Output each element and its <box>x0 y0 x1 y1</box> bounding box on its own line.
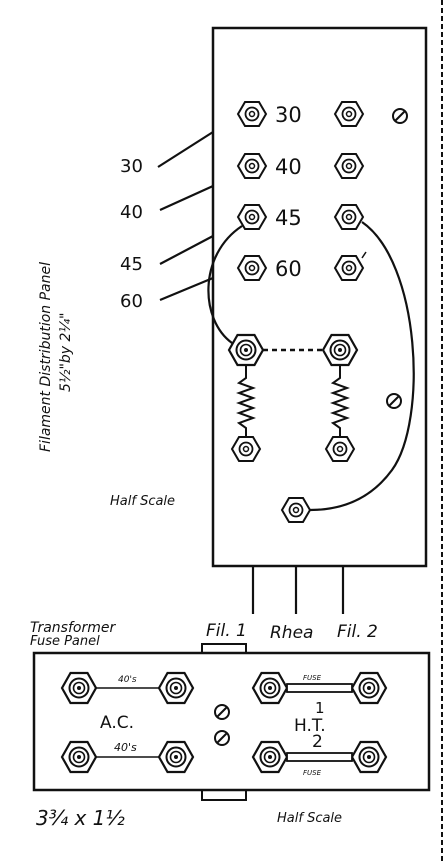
terminal-nut <box>231 436 261 462</box>
fuse-terminal <box>157 671 195 705</box>
transformer-fuse-panel: Transformer Fuse Panel 40's 40's FUSE FU… <box>30 620 431 830</box>
mounting-screw <box>386 393 402 409</box>
fuse-number-2: 2 <box>312 732 323 752</box>
fuse-terminal <box>60 671 98 705</box>
fuse-panel-dimensions: 3¾ x 1½ <box>36 806 125 830</box>
terminal-nut <box>281 497 311 523</box>
fuse-terminal <box>60 740 98 774</box>
lead-wire-45 <box>159 235 214 265</box>
lead-label-40: 40 <box>120 202 143 223</box>
terminal-nut <box>237 101 267 127</box>
lead-label-rhea: Rhea <box>270 623 313 643</box>
fuse-label-top-left: 40's <box>118 675 137 685</box>
mounting-screw <box>214 730 230 746</box>
lead-wire-40 <box>159 184 214 212</box>
lead-label-60: 60 <box>120 291 143 312</box>
fuse-panel-title-line1: Transformer <box>30 620 116 636</box>
fuse-number-1: 1 <box>315 699 325 717</box>
terminal-nut <box>334 153 364 179</box>
filament-panel-title: Filament Distribution Panel <box>38 262 54 452</box>
fuse-strip <box>286 752 353 762</box>
fuse-label-bottom-right: FUSE <box>303 769 322 777</box>
link-wire-45-to-rheostat <box>207 225 243 344</box>
rheostat-terminal <box>227 333 265 367</box>
fuse-terminal <box>350 740 388 774</box>
fuse-strip <box>286 683 353 693</box>
ht-label: H.T. <box>294 716 326 736</box>
fuse-terminal <box>350 671 388 705</box>
terminal-nut <box>237 255 267 281</box>
filament-distribution-panel: 30 40 45 60 30 40 45 60 Fil. 1 Rhe <box>38 26 428 643</box>
terminal-nut <box>237 204 267 230</box>
link-wire-45-to-terminal <box>309 221 415 512</box>
resistance-coil <box>330 366 350 438</box>
row-label-60: 60 <box>275 257 302 281</box>
fuse-terminal <box>251 740 289 774</box>
ac-label: A.C. <box>100 713 134 733</box>
mounting-screw <box>214 704 230 720</box>
filament-panel-scale-note: Half Scale <box>110 494 175 509</box>
lead-wire-30 <box>157 131 214 168</box>
lead-wire-60 <box>159 276 214 302</box>
fuse-terminal <box>251 671 289 705</box>
lead-label-30: 30 <box>120 156 143 177</box>
lead-label-45: 45 <box>120 254 143 275</box>
terminal-nut <box>334 204 364 230</box>
fuse-panel-title-line2: Fuse Panel <box>30 634 100 649</box>
fuse-panel-scale-note: Half Scale <box>277 811 342 826</box>
lead-label-fil-1: Fil. 1 <box>206 621 247 641</box>
row-label-45: 45 <box>275 206 302 230</box>
fuse-label-bottom-left: 40's <box>114 741 137 754</box>
mounting-screw <box>392 108 408 124</box>
terminal-nut <box>325 436 355 462</box>
filament-panel-size: 5½"by 2¼" <box>58 313 74 392</box>
row-label-40: 40 <box>275 155 302 179</box>
terminal-nut <box>334 255 364 281</box>
lead-label-fil-2: Fil. 2 <box>337 622 378 642</box>
terminal-nut <box>334 101 364 127</box>
terminal-tick <box>361 251 367 259</box>
fuse-terminal <box>157 740 195 774</box>
row-label-30: 30 <box>275 103 302 127</box>
fuse-label-top-right: FUSE <box>303 674 322 682</box>
rheostat-terminal <box>321 333 359 367</box>
resistance-coil <box>236 366 256 438</box>
terminal-nut <box>237 153 267 179</box>
